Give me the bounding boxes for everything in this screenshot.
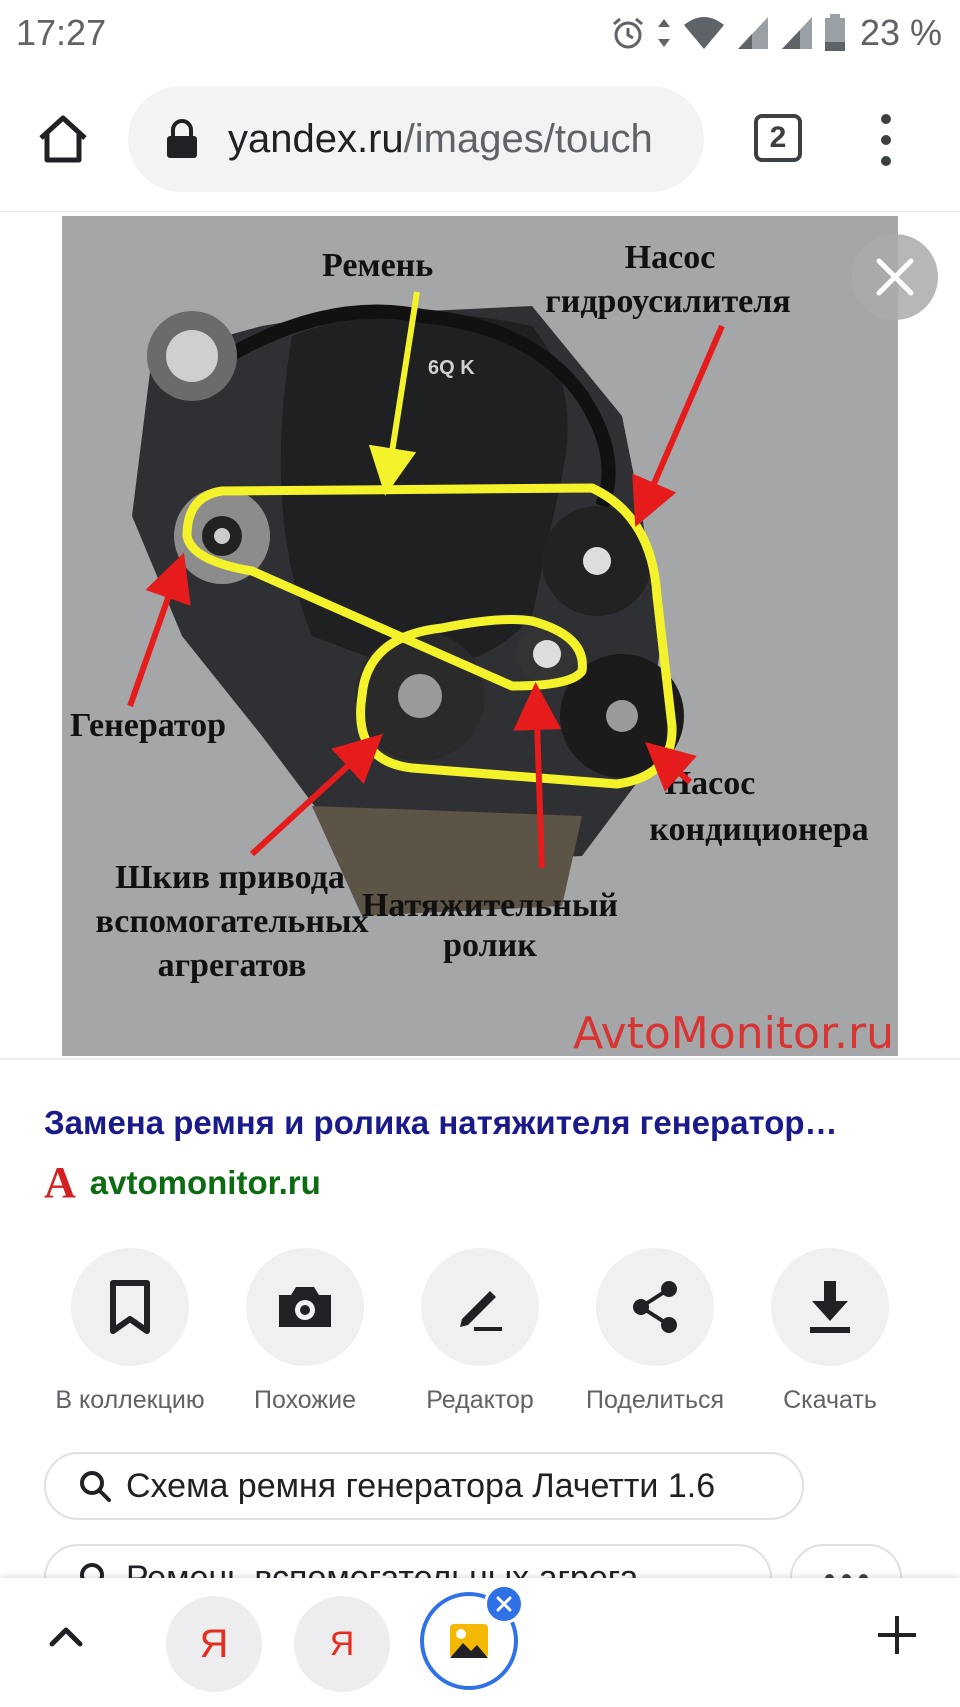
label-generator: Генератор <box>70 707 226 744</box>
tab-switcher-button[interactable]: 2 <box>754 114 802 162</box>
source-link[interactable]: А avtomonitor.ru <box>44 1160 321 1206</box>
bookmark-icon <box>110 1280 150 1334</box>
home-button[interactable] <box>30 106 96 172</box>
bottom-tab-bar: Я Я <box>0 1578 960 1707</box>
label-pulley-2: вспомогательных <box>95 903 368 940</box>
label-belt: Ремень <box>322 247 433 284</box>
data-arrows-icon <box>657 19 670 47</box>
close-image-button[interactable] <box>852 234 938 320</box>
battery-icon <box>824 14 845 51</box>
result-image[interactable]: Ремень Насос гидроусилителя Генератор На… <box>62 216 898 1056</box>
action-circle <box>771 1248 889 1366</box>
action-circle <box>421 1248 539 1366</box>
image-actions: В коллекцию Похожие Редактор <box>0 1248 960 1414</box>
close-icon <box>876 258 914 296</box>
status-bar: 17:27 23 % <box>0 0 960 66</box>
close-icon <box>496 1596 512 1612</box>
share-icon <box>633 1281 677 1333</box>
address-bar[interactable]: yandex.ru/images/touch <box>128 86 704 192</box>
arrow-pulley <box>249 733 383 857</box>
action-label: В коллекцию <box>55 1386 205 1414</box>
watermark: AvtoMonitor.ru <box>573 1008 894 1056</box>
arrow-tensioner <box>513 682 562 869</box>
related-search-text: Схема ремня генератора Лачетти 1.6 <box>126 1466 716 1505</box>
dot-icon <box>881 156 891 166</box>
arrow-belt <box>368 291 420 496</box>
overflow-menu-button[interactable] <box>868 110 904 170</box>
yandex-logo: Я <box>199 1621 229 1666</box>
new-tab-plus-icon[interactable] <box>876 1614 918 1656</box>
label-pulley-3: агрегатов <box>158 947 307 984</box>
oil-pan <box>312 806 582 916</box>
signal-icon <box>781 17 812 49</box>
label-ps-pump-2: гидроусилителя <box>545 283 790 320</box>
hose <box>208 304 616 509</box>
arrow-ac-pump <box>645 742 697 792</box>
download-icon <box>810 1281 850 1333</box>
share-button[interactable]: Поделиться <box>567 1248 743 1415</box>
cover-marking: 6Q K <box>428 357 475 379</box>
dot-icon <box>881 135 891 145</box>
label-ac-pump-2: кондиционера <box>649 811 868 848</box>
search-icon <box>80 1471 111 1502</box>
tab-yandex-2[interactable]: Я <box>294 1596 390 1692</box>
battery-percent: 23 % <box>859 12 942 53</box>
related-search-chip[interactable]: Схема ремня генератора Лачетти 1.6 <box>44 1452 804 1520</box>
yandex-logo: Я <box>329 1624 355 1663</box>
url-path: /images/touch <box>403 116 653 161</box>
image-gallery-icon <box>450 1624 488 1658</box>
signal-icon <box>737 17 768 49</box>
action-label: Поделиться <box>585 1386 725 1414</box>
action-circle <box>246 1248 364 1366</box>
action-label: Редактор <box>426 1386 534 1414</box>
status-icons: 23 % <box>610 10 942 56</box>
add-to-collection-button[interactable]: В коллекцию <box>42 1248 218 1415</box>
lock-icon <box>167 119 197 158</box>
label-tensioner-2: ролик <box>443 927 537 964</box>
status-time: 17:27 <box>16 12 107 53</box>
download-button[interactable]: Скачать <box>742 1248 918 1415</box>
result-title-link[interactable]: Замена ремня и ролика натяжителя генерат… <box>44 1104 838 1141</box>
alarm-icon <box>612 17 643 49</box>
source-logo: А <box>44 1158 76 1207</box>
divider <box>0 1058 960 1060</box>
editor-button[interactable]: Редактор <box>392 1248 568 1415</box>
action-label: Похожие <box>253 1386 357 1414</box>
close-tab-button[interactable] <box>484 1584 524 1624</box>
wifi-icon <box>683 17 724 49</box>
home-icon <box>39 115 87 163</box>
action-circle <box>596 1248 714 1366</box>
source-domain: avtomonitor.ru <box>89 1164 321 1201</box>
dot-icon <box>881 114 891 124</box>
browser-toolbar: yandex.ru/images/touch 2 <box>0 66 960 212</box>
action-circle <box>71 1248 189 1366</box>
arrow-generator <box>127 552 191 707</box>
label-tensioner-1: Натяжительный <box>362 887 618 924</box>
label-ps-pump-1: Насос <box>625 239 716 276</box>
similar-images-button[interactable]: Похожие <box>217 1248 393 1415</box>
url-text: yandex.ru/images/touch <box>228 117 688 162</box>
action-label: Скачать <box>783 1386 877 1414</box>
engine-diagram: Ремень Насос гидроусилителя Генератор На… <box>70 239 894 1056</box>
chevron-up-icon[interactable] <box>44 1614 88 1658</box>
pencil-icon <box>460 1291 502 1331</box>
arrow-ps-pump <box>632 324 725 528</box>
tab-yandex-1[interactable]: Я <box>166 1596 262 1692</box>
label-pulley-1: Шкив привода <box>115 859 345 896</box>
camera-search-icon <box>279 1287 331 1327</box>
url-host: yandex.ru <box>228 116 404 161</box>
